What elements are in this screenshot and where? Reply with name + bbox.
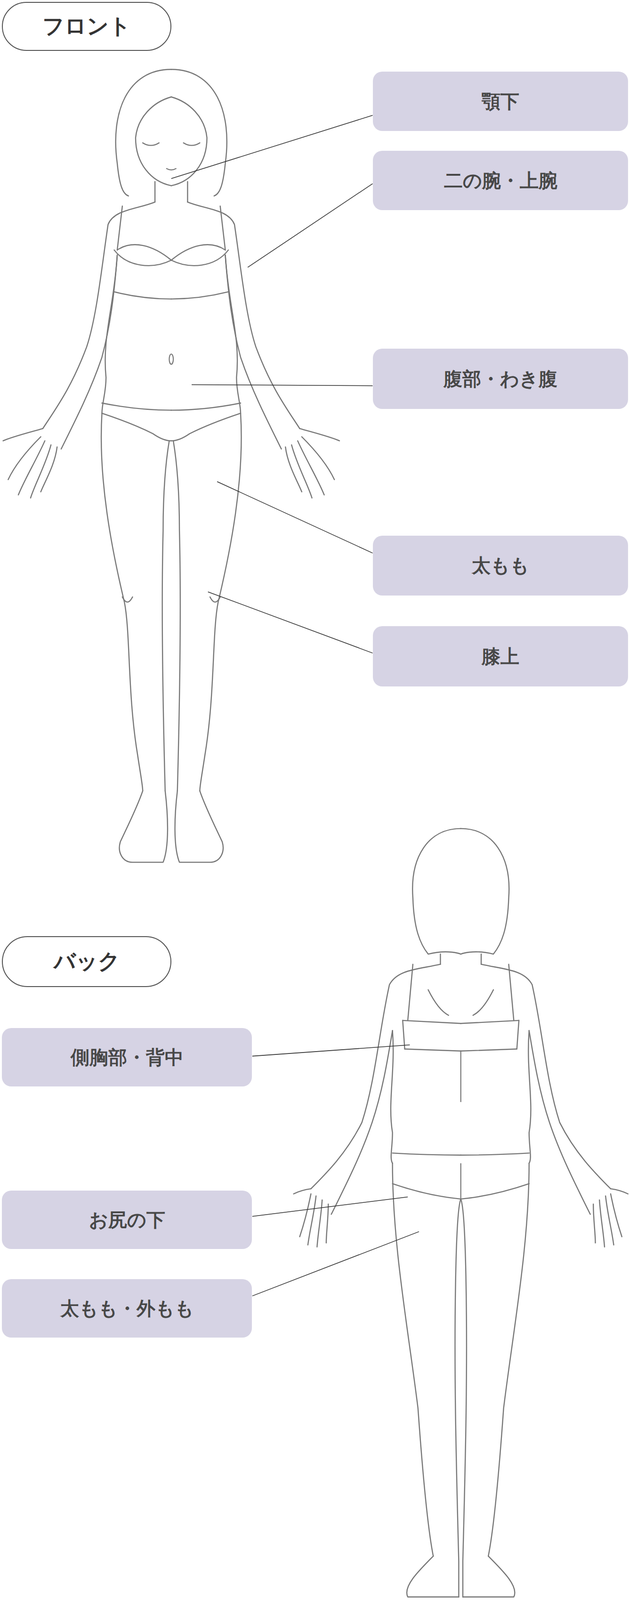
label-text: 膝上 [481,643,520,670]
label-text: バック [53,946,121,976]
label-text: 顎下 [481,88,520,115]
area-label-box: 側胸部・背中 [1,1027,252,1086]
label-text: 二の腕・上腕 [443,167,558,194]
label-text: 太もも・外もも [60,1294,194,1321]
area-label-box: 太もも・外もも [1,1278,252,1337]
label-text: 腹部・わき腹 [443,365,558,392]
label-text: 太もも [471,552,530,579]
label-text: お尻の下 [88,1206,166,1233]
label-text: 側胸部・背中 [70,1043,184,1070]
section-tab: バック [1,935,172,987]
leader-line [217,481,373,553]
area-label-box: 膝上 [372,625,629,686]
area-label-box: 二の腕・上腕 [372,150,629,210]
back-figure [293,828,629,1597]
leader-line [208,591,373,653]
leader-line [191,384,373,386]
leader-lines [171,115,420,1296]
label-text: フロント [42,11,131,41]
leader-line [252,1230,420,1295]
area-label-box: 太もも [372,535,629,596]
area-label-box: お尻の下 [1,1189,252,1249]
leader-line [252,1196,408,1216]
area-label-box: 顎下 [372,71,629,131]
section-tab: フロント [1,1,172,51]
leader-line [252,1044,411,1056]
leader-line [247,183,373,268]
area-label-box: 腹部・わき腹 [372,348,629,409]
leader-line [171,115,373,179]
front-figure [2,69,340,862]
